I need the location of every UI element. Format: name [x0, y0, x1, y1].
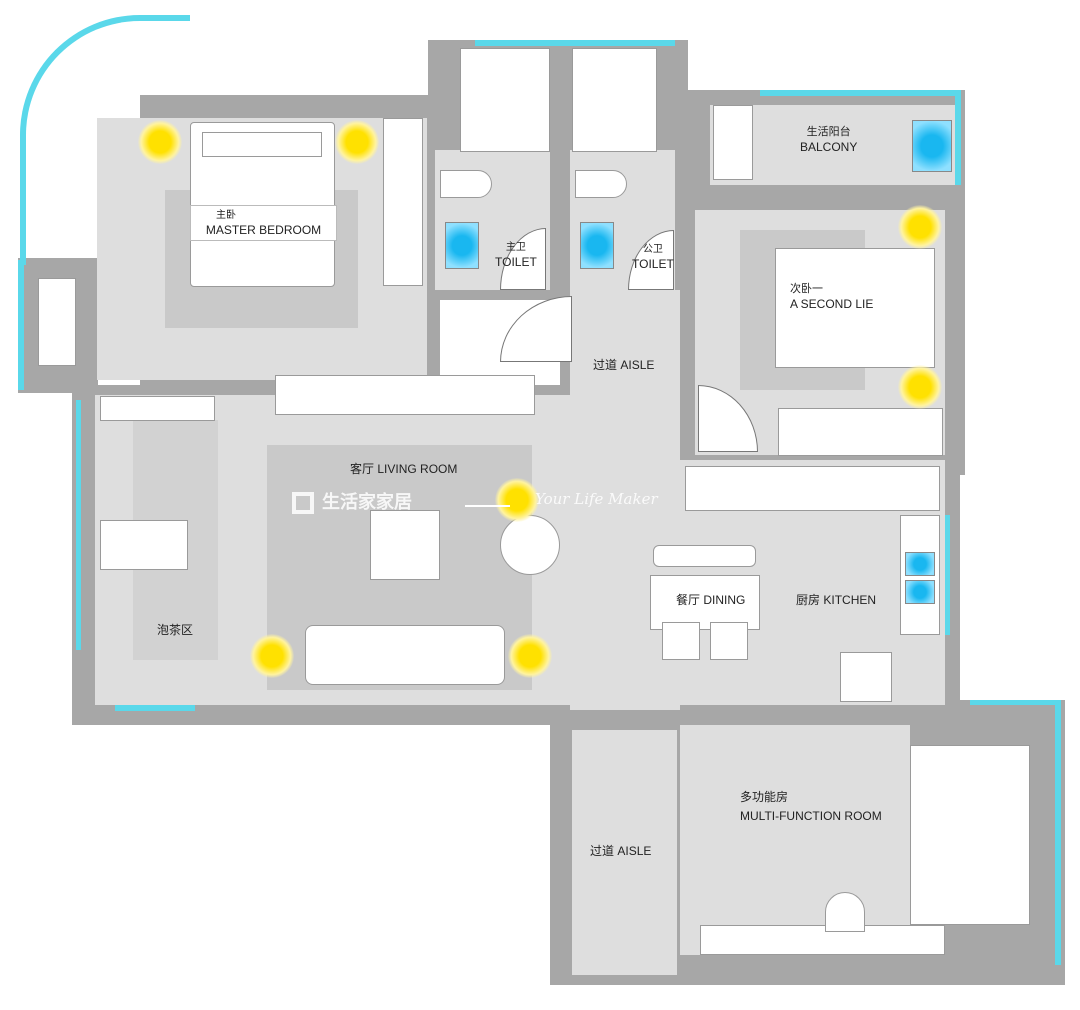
label-cn: 过道	[590, 844, 615, 858]
watermark-text: 生活家家居	[322, 492, 412, 512]
dining-bench	[653, 545, 756, 567]
window-toilets	[475, 40, 675, 46]
lamp-icon	[898, 205, 942, 249]
multi-chair	[825, 892, 865, 932]
label-cn: 过道	[593, 358, 618, 372]
toilet-bowl-2	[575, 170, 627, 198]
lamp-icon	[898, 365, 942, 409]
window-tea	[76, 400, 81, 650]
washer	[713, 105, 753, 180]
window-kitchen	[945, 515, 950, 635]
label-cn: 公卫	[642, 244, 663, 255]
label-en: MULTI-FUNCTION ROOM	[740, 809, 882, 823]
master-wardrobe	[383, 118, 423, 286]
dining-chair-2	[710, 622, 748, 660]
second-bedroom-door[interactable]	[698, 385, 758, 452]
label-balcony: 生活阳台 BALCONY	[800, 125, 857, 155]
lamp-icon	[335, 120, 379, 164]
tv-cabinet	[275, 375, 535, 415]
label-cn: 生活阳台	[806, 126, 851, 138]
tea-table	[100, 520, 188, 570]
watermark-script: Your Life Maker	[535, 490, 658, 508]
window-tea-bottom	[115, 705, 195, 711]
sofa	[305, 625, 505, 685]
tea-cabinet	[100, 396, 215, 421]
shower-2	[572, 48, 657, 152]
second-bed	[775, 248, 935, 368]
label-cn: 多功能房	[740, 790, 789, 804]
label-cn: 客厅	[350, 462, 375, 476]
label-kitchen: 厨房 KITCHEN	[796, 593, 876, 608]
bay-cabinet	[38, 278, 76, 366]
second-wardrobe	[778, 408, 943, 456]
floor-multi	[680, 725, 910, 955]
aisle-door[interactable]	[500, 296, 572, 362]
label-tea-area: 泡茶区	[157, 623, 194, 637]
fridge	[840, 652, 892, 702]
dining-table	[650, 575, 760, 630]
window-balcony-side	[955, 90, 961, 185]
floor-master-ext	[97, 370, 277, 380]
window-multi-top	[970, 700, 1060, 705]
window-multi	[1055, 700, 1061, 965]
label-cn: 主卫	[505, 242, 526, 253]
label-en: DINING	[703, 593, 746, 607]
multi-cabinet	[700, 925, 945, 955]
balcony-basin	[912, 120, 952, 172]
label-public-toilet: 公卫 TOILET	[632, 242, 674, 272]
label-cn: 餐厅	[676, 593, 701, 607]
label-master-bedroom: 主卧 MASTER BEDROOM	[190, 205, 337, 241]
label-dining: 餐厅 DINING	[676, 593, 745, 608]
label-cn: 厨房	[796, 593, 821, 607]
shower-1	[460, 48, 550, 152]
kitchen-counter	[685, 466, 940, 511]
basin-2	[580, 222, 614, 269]
basin-1	[445, 222, 479, 269]
label-en: TOILET	[495, 255, 537, 269]
label-second-bedroom: 次卧一 A SECOND LIE	[790, 282, 873, 312]
window-balcony	[760, 90, 960, 96]
lamp-icon	[495, 478, 539, 522]
dining-chair-1	[662, 622, 700, 660]
master-bed-pillow	[202, 132, 322, 157]
label-en: LIVING ROOM	[377, 462, 458, 476]
watermark-logo-icon: 生活家家居	[292, 488, 412, 515]
label-aisle-upper: 过道 AISLE	[593, 358, 654, 373]
kitchen-sink-2	[905, 580, 935, 604]
label-living-room: 客厅 LIVING ROOM	[350, 462, 457, 477]
label-aisle-lower: 过道 AISLE	[590, 844, 651, 859]
label-master-toilet: 主卫 TOILET	[495, 240, 537, 270]
label-multi-function: 多功能房 MULTI-FUNCTION ROOM	[740, 790, 882, 824]
floor-aisle-lower	[572, 730, 677, 975]
label-en: TOILET	[632, 257, 674, 271]
coffee-table	[370, 510, 440, 580]
window-bay	[18, 260, 24, 390]
label-cn: 次卧一	[790, 283, 823, 295]
label-en: A SECOND LIE	[790, 297, 874, 311]
label-en: AISLE	[617, 844, 652, 858]
watermark-line	[465, 505, 510, 507]
label-en: AISLE	[620, 358, 655, 372]
label-en: BALCONY	[800, 140, 858, 154]
label-cn: 主卧	[216, 210, 236, 221]
lamp-icon	[508, 634, 552, 678]
kitchen-sink-1	[905, 552, 935, 576]
label-en: MASTER BEDROOM	[205, 223, 322, 237]
armchair	[500, 515, 560, 575]
toilet-bowl-1	[440, 170, 492, 198]
lamp-icon	[138, 120, 182, 164]
label-en: KITCHEN	[823, 593, 877, 607]
bed-multi	[910, 745, 1030, 925]
lamp-icon	[250, 634, 294, 678]
